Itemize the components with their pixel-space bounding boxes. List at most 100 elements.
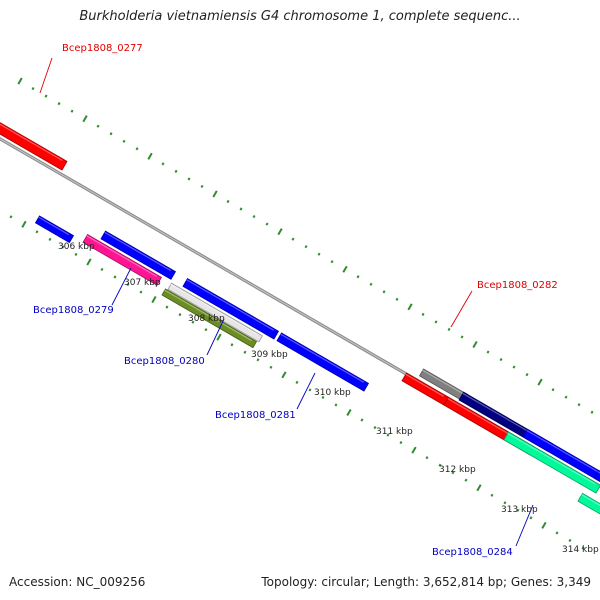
minor-tick <box>590 410 594 414</box>
minor-tick <box>516 508 520 512</box>
minor-tick <box>100 267 104 272</box>
minor-tick <box>265 222 269 226</box>
minor-tick <box>252 214 256 219</box>
minor-tick <box>187 177 191 181</box>
tick-label: 312 kbp <box>439 465 476 475</box>
label-leader-line <box>515 504 534 547</box>
major-tick <box>541 521 547 529</box>
major-tick <box>281 371 287 379</box>
minor-tick <box>577 403 581 407</box>
gene-label-0282[interactable]: Bcep1808_0282 <box>477 280 558 291</box>
minor-tick <box>382 290 386 294</box>
minor-tick <box>96 124 100 128</box>
major-tick <box>277 228 283 236</box>
minor-tick <box>356 275 360 279</box>
minor-tick <box>226 199 230 204</box>
label-leader-line <box>296 372 316 410</box>
minor-tick <box>269 365 273 369</box>
accession-text: Accession: NC_009256 <box>9 575 146 589</box>
minor-tick <box>395 297 399 301</box>
gene-feature-highlight <box>186 279 275 331</box>
minor-tick <box>178 313 182 317</box>
gene-feature-f0280[interactable] <box>161 288 258 349</box>
minor-tick <box>109 132 113 136</box>
minor-tick <box>499 357 503 362</box>
minor-tick <box>295 380 299 384</box>
minor-tick <box>490 493 494 497</box>
gene-feature-f-white-1[interactable] <box>167 282 264 343</box>
minor-tick <box>451 471 455 475</box>
minor-tick <box>122 139 126 143</box>
minor-tick <box>555 531 559 535</box>
major-tick <box>17 77 23 85</box>
minor-tick <box>165 305 169 309</box>
minor-tick <box>421 312 425 316</box>
gene-label-0284[interactable]: Bcep1808_0284 <box>432 547 513 558</box>
gene-feature-f-blue-3[interactable] <box>182 277 280 340</box>
minor-tick <box>464 478 468 482</box>
map-title: Burkholderia vietnamiensis G4 chromosome… <box>79 9 521 24</box>
minor-tick <box>191 320 195 324</box>
major-tick <box>86 258 92 266</box>
gene-feature-f-blue-5[interactable] <box>593 469 600 494</box>
label-leader-line <box>206 318 225 356</box>
major-tick <box>476 484 482 492</box>
gene-label-0277[interactable]: Bcep1808_0277 <box>62 43 143 54</box>
minor-tick <box>200 184 204 189</box>
tick-label: 306 kbp <box>58 242 95 252</box>
minor-tick <box>551 388 555 392</box>
gene-feature-f-small-1[interactable] <box>34 215 75 244</box>
gene-label-0280[interactable]: Bcep1808_0280 <box>124 356 205 367</box>
minor-tick <box>334 403 338 407</box>
minor-tick <box>204 328 208 332</box>
gene-feature-highlight <box>86 235 158 277</box>
minor-tick <box>425 456 429 460</box>
minor-tick <box>512 365 516 369</box>
major-tick <box>212 190 218 198</box>
gene-feature-highlight <box>0 123 63 161</box>
genome-summary-text: Topology: circular; Length: 3,652,814 bp… <box>261 575 591 589</box>
gene-label-0281[interactable]: Bcep1808_0281 <box>215 410 296 421</box>
minor-tick <box>581 546 585 550</box>
minor-tick <box>386 433 390 437</box>
gene-feature-f0279[interactable] <box>82 233 163 286</box>
minor-tick <box>48 237 52 241</box>
minor-tick <box>70 109 74 113</box>
minor-tick <box>174 169 178 173</box>
gene-feature-highlight <box>280 333 365 383</box>
tick-label: 308 kbp <box>188 314 225 324</box>
minor-tick <box>460 335 464 339</box>
label-leader-line <box>111 267 132 306</box>
gene-feature-f0281[interactable] <box>276 332 370 392</box>
minor-tick <box>568 538 572 543</box>
gene-feature-highlight <box>581 494 600 506</box>
minor-tick <box>369 282 373 286</box>
minor-tick <box>44 94 48 98</box>
label-leader-lines <box>39 57 534 547</box>
minor-tick <box>57 102 61 106</box>
major-tick <box>537 378 543 386</box>
minor-tick <box>360 418 364 422</box>
minor-tick <box>256 358 260 362</box>
gene-feature-f0284[interactable] <box>503 431 600 494</box>
gene-feature-f-blue-4[interactable] <box>522 428 600 483</box>
major-tick <box>407 303 413 311</box>
major-tick <box>216 333 222 341</box>
gene-feature-f-blue-2[interactable] <box>100 230 177 280</box>
tick-label: 310 kbp <box>314 388 351 398</box>
minor-tick <box>564 395 568 399</box>
major-tick <box>342 265 348 273</box>
minor-tick <box>330 260 334 264</box>
minor-tick <box>317 252 321 256</box>
tick-labels: 306 kbp 307 kbp 308 kbp 309 kbp 310 kbp … <box>58 242 599 555</box>
minor-tick <box>61 245 65 249</box>
minor-tick <box>74 252 78 256</box>
gene-feature-f-cyan-1[interactable] <box>577 492 600 518</box>
label-leader-line <box>450 290 473 328</box>
minor-tick <box>291 237 295 241</box>
gene-feature-highlight <box>164 289 253 342</box>
gene-feature-highlight <box>422 369 464 394</box>
gene-label-0279[interactable]: Bcep1808_0279 <box>33 305 114 316</box>
gene-feature-highlight <box>104 231 172 272</box>
